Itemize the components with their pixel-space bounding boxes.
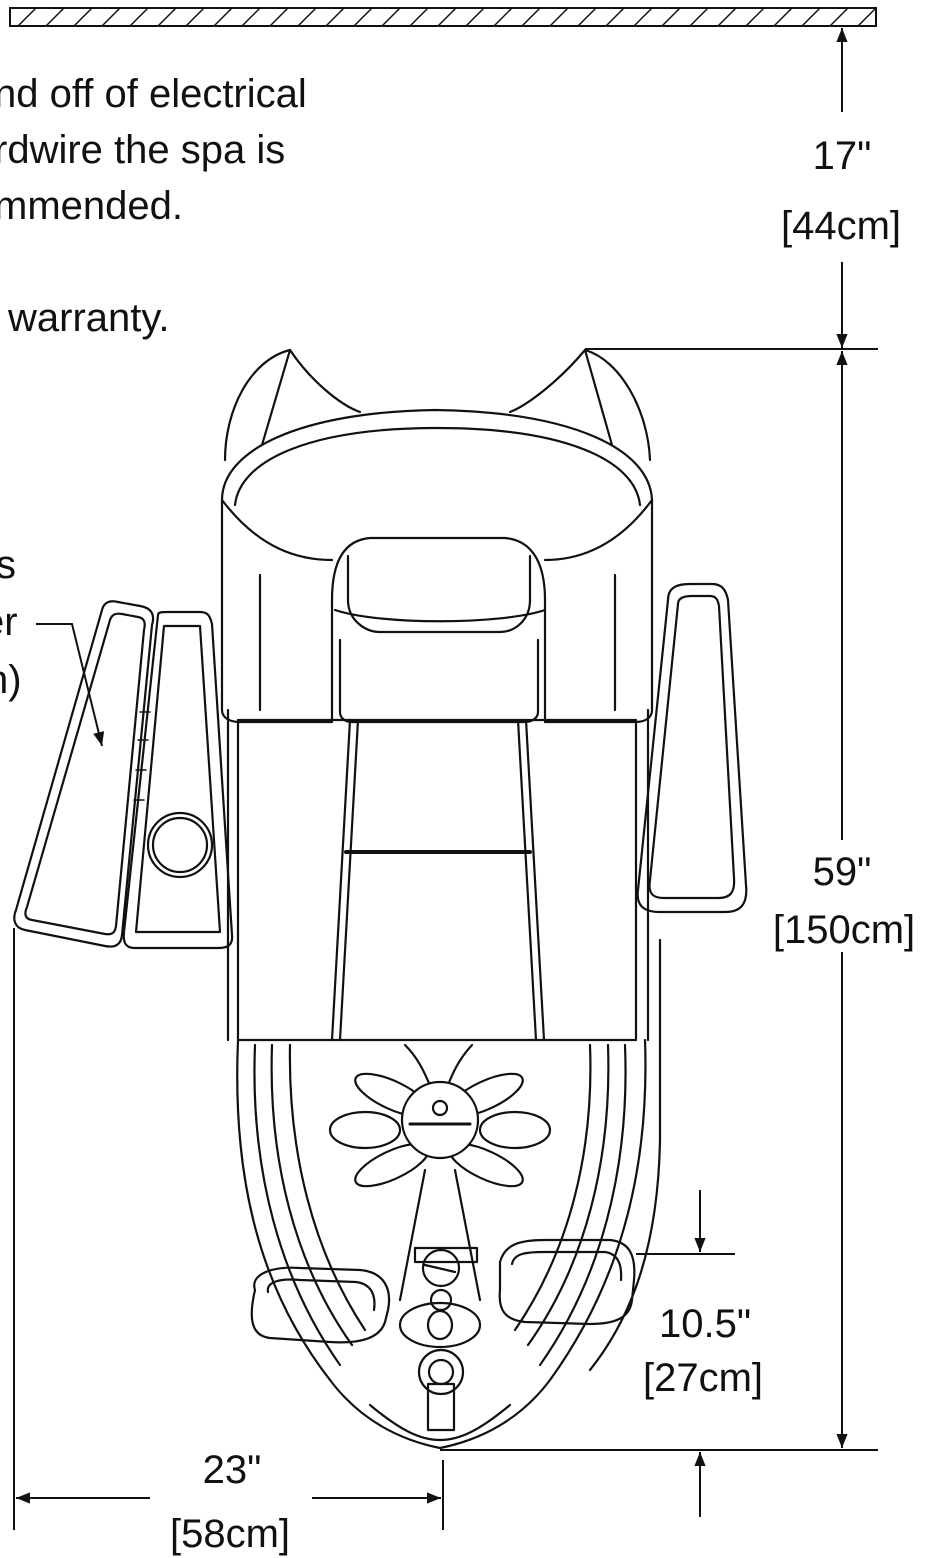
hatch-line	[213, 7, 233, 27]
hatch-line	[241, 7, 261, 27]
dim-length-metric: [150cm]	[772, 908, 916, 952]
back-ears	[223, 348, 652, 462]
hatch-line	[409, 7, 429, 27]
hatch-line	[45, 7, 65, 27]
hatch-line	[381, 7, 401, 27]
foot-basin	[236, 938, 662, 1450]
note-line-3: mmended.	[0, 184, 183, 228]
hatch-line	[577, 7, 597, 27]
hatch-line	[717, 7, 737, 27]
hatch-line	[437, 7, 457, 27]
hatch-line	[801, 7, 821, 27]
callout-line-1: s	[0, 543, 16, 587]
hatch-line	[521, 7, 541, 27]
hatch-line	[689, 7, 709, 27]
hatch-line	[549, 7, 569, 27]
hatch-line	[857, 7, 877, 27]
callout-line-3: n)	[0, 658, 22, 702]
dim-width-metric: [58cm]	[169, 1512, 291, 1556]
hatch-line	[17, 7, 37, 27]
hatch-line	[185, 7, 205, 27]
hatch-line	[661, 7, 681, 27]
dim-width-imperial: 23"	[202, 1448, 262, 1492]
wall-hatch	[9, 7, 877, 27]
center-controls	[398, 1246, 482, 1432]
hatch-line	[269, 7, 289, 27]
footrests	[250, 1238, 636, 1344]
seat-body	[226, 708, 650, 1042]
armrest-left	[13, 600, 234, 950]
hatch-line	[129, 7, 149, 27]
hatch-line	[605, 7, 625, 27]
control-flower	[328, 1043, 552, 1302]
hatch-line	[465, 7, 485, 27]
dim-clearance-metric: [44cm]	[780, 204, 902, 248]
control-logo-icon	[431, 1099, 449, 1117]
backrest	[220, 408, 654, 724]
note-line-4: warranty.	[8, 296, 170, 340]
hatch-line	[297, 7, 317, 27]
hatch-line	[325, 7, 345, 27]
hatch-line	[773, 7, 793, 27]
hatch-line	[157, 7, 177, 27]
note-line-1: nd off of electrical	[0, 72, 307, 116]
hatch-line	[101, 7, 121, 27]
note-line-2: rdwire the spa is	[0, 128, 286, 172]
armrest-right	[636, 582, 748, 914]
dimension-lines	[13, 28, 878, 1530]
dim-clearance-imperial: 17"	[812, 134, 872, 178]
hatch-line	[745, 7, 765, 27]
hatch-line	[493, 7, 513, 27]
hatch-line	[353, 7, 373, 27]
dim-step-metric: [27cm]	[642, 1356, 764, 1400]
callout-line-2: er	[0, 600, 18, 644]
dim-step-imperial: 10.5"	[658, 1302, 752, 1346]
hatch-line	[829, 7, 849, 27]
hatch-line	[73, 7, 93, 27]
hatch-line	[633, 7, 653, 27]
dim-length-imperial: 59"	[812, 850, 872, 894]
